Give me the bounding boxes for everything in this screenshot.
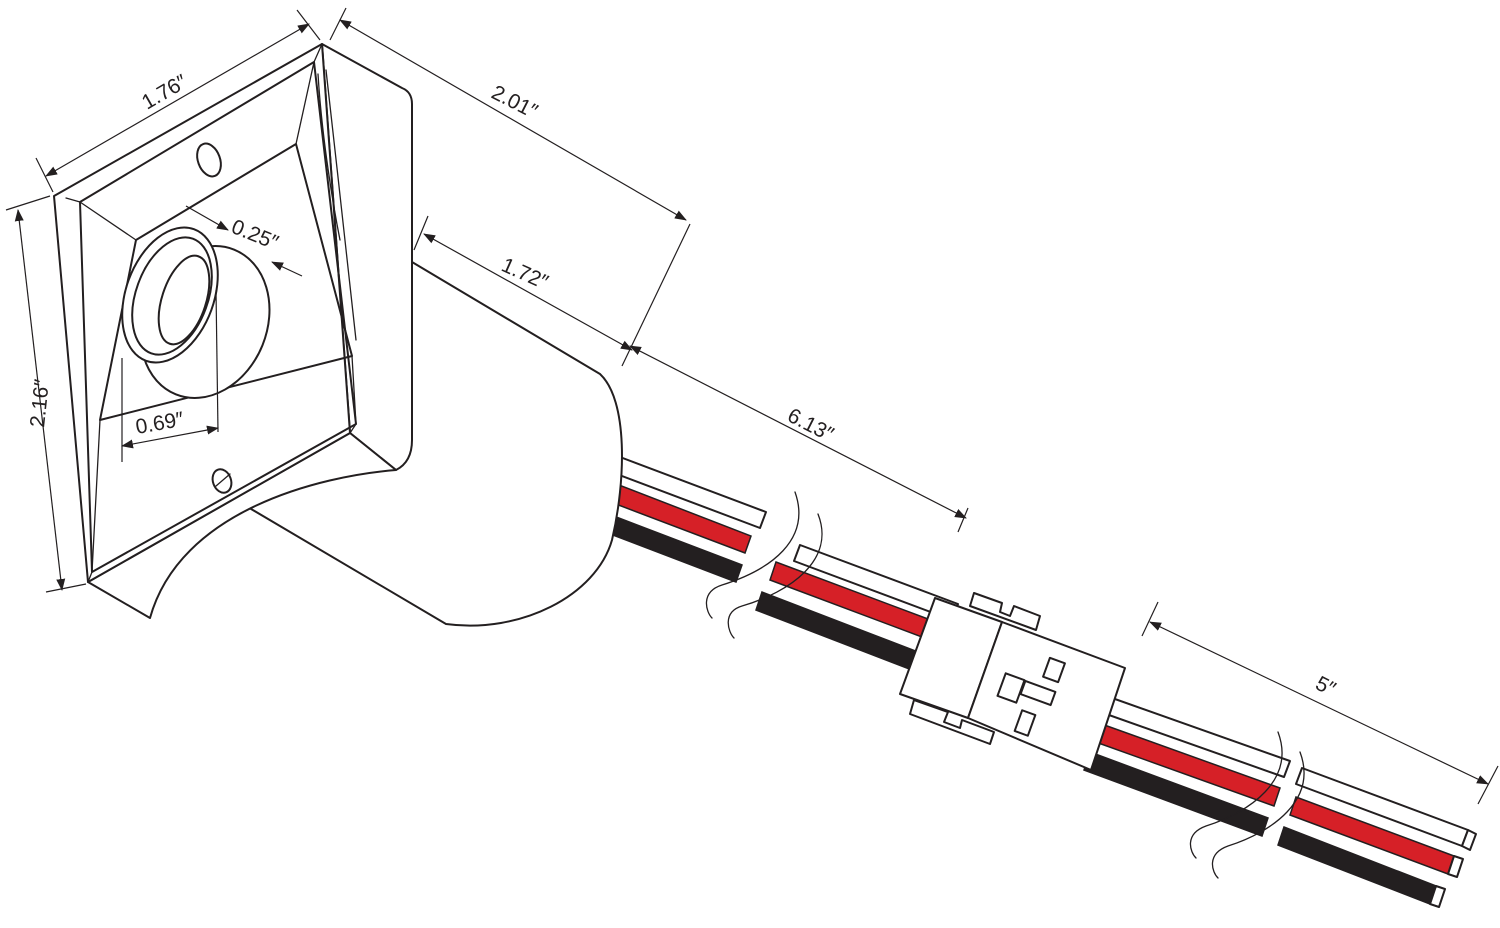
connector-tab [1019,679,1057,707]
dim-label-wire-lead-after-connector: 5″ [1312,672,1340,701]
photocell-body [245,261,623,627]
plate-bevel-edge [91,419,101,573]
dim-label-plate-height: 2.16″ [26,378,54,429]
dimension-plate-height: 2.16″ [5,195,87,593]
dim-label-wire-lead-to-connector: 6.13″ [784,404,838,447]
wire-stripped-ends [1429,829,1477,908]
plate-bevel-edge [65,197,81,203]
lens-inner-ring [131,236,213,356]
lens-inner-opening [157,254,211,346]
dim-label-overall-depth: 2.01″ [488,81,542,124]
wire-connector [899,592,1126,771]
connector-latch-top [969,592,1041,631]
plate-bevel-edge [79,201,137,241]
plate-bevel-edge [313,43,323,63]
plate-side-groove [325,69,357,341]
screw-slot [215,473,231,487]
plate-bevel-edge [349,423,357,434]
connector-tab [996,672,1026,704]
plate-bottom-face [87,432,397,619]
dim-label-body-depth: 1.72″ [498,254,552,295]
sensor-lens [121,226,271,399]
connector-latch-bottom [909,699,995,745]
plate-bevel-edge [87,571,93,583]
plate-side-groove [317,73,341,241]
connector-tab [1013,709,1037,737]
plate-bevel-edge [351,355,357,425]
wire-segment-2 [755,544,959,671]
wire-segment-3 [1083,692,1291,837]
wire-break-curve [705,491,800,619]
wire-segment-4 [1277,767,1469,905]
connector-tab [1042,656,1066,684]
dimension-wire-lead-to-connector: 6.13″ [629,345,969,533]
wire-break-curve [727,513,823,639]
